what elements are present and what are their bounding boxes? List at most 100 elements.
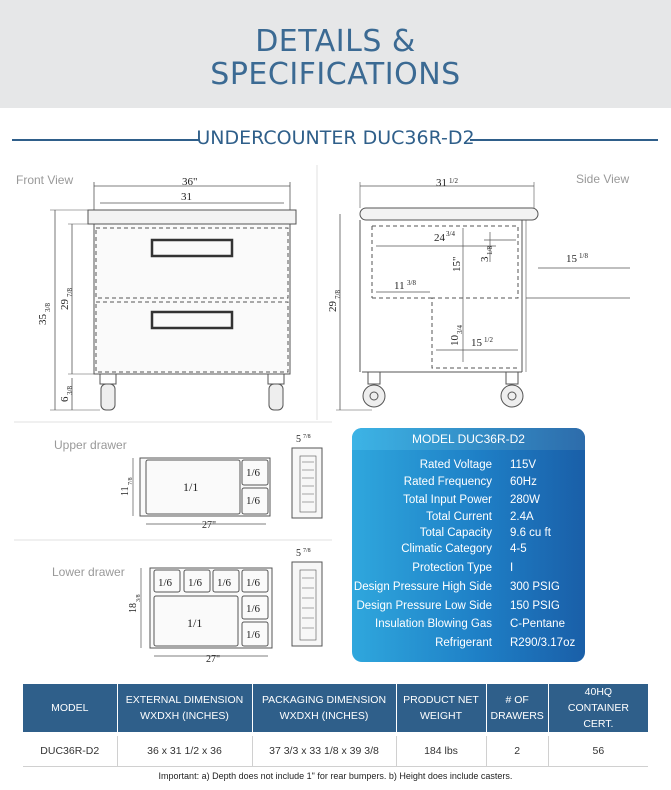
table-cell-external-dimension: 36 x 31 1/2 x 36: [117, 736, 253, 767]
spec-label: Design Pressure Low Side: [356, 600, 492, 612]
side-inner-depth-dim: 24: [434, 232, 446, 244]
page-title: DETAILS & SPECIFICATIONS: [0, 25, 671, 91]
table-cell-drawers: 2: [486, 736, 549, 767]
spec-row: Protection Type I: [352, 562, 585, 580]
spec-label: Insulation Blowing Gas: [375, 618, 492, 630]
section-rule-right: [470, 139, 658, 141]
lower-pan-top-1: 1/6: [158, 577, 173, 589]
spec-value: 60Hz: [510, 476, 537, 488]
spec-label: Refrigerant: [435, 637, 492, 649]
spec-value: C-Pentane: [510, 618, 565, 630]
side-small-dim: 3: [479, 256, 491, 262]
front-total-height-dim: 35: [37, 314, 49, 326]
spec-value: 2.4A: [510, 511, 534, 523]
spec-row: Total Input Power 280W: [352, 494, 585, 512]
table-cell-net-weight: 184 lbs: [396, 736, 487, 767]
spec-row: Total Capacity 9.6 cu ft: [352, 527, 585, 545]
section-title: UNDERCOUNTER DUC36R-D2: [196, 127, 475, 149]
footnote: Important: a) Depth does not include 1" …: [158, 771, 513, 781]
spec-value: I: [510, 562, 514, 574]
spec-label: Total Capacity: [419, 527, 492, 539]
side-view-drawing: [336, 182, 630, 411]
page-title-line1: DETAILS &: [255, 24, 416, 59]
table-row: DUC36R-D2 36 x 31 1/2 x 36 37 3/3 x 33 1…: [23, 736, 648, 767]
lower-drawer-label: Lower drawer: [52, 565, 125, 579]
lower-drawer-drawing: [140, 561, 323, 657]
upper-drawer-label: Upper drawer: [54, 438, 127, 452]
front-view-drawing: [50, 182, 297, 411]
lower-depth-dim: 18: [128, 603, 139, 613]
side-total-height-frac: 7/8: [334, 290, 342, 299]
side-height-dim: 15": [451, 257, 463, 273]
spec-value: 300 PSIG: [510, 581, 560, 593]
technical-drawings: 36" 31 35 3/8 29 7/8 6 3/8 31 1/2: [14, 165, 630, 665]
spec-row: Refrigerant R290/3.17oz: [352, 637, 585, 655]
upper-side-dim: 5: [296, 434, 301, 445]
table-cell-packaging-dimension: 37 3/3 x 33 1/8 x 39 3/8: [252, 736, 397, 767]
spec-label: Design Pressure High Side: [353, 581, 492, 593]
upper-width-dim: 27": [202, 520, 216, 531]
lower-width-dim: 27": [206, 654, 220, 665]
side-left-mid-frac: 3/8: [407, 279, 416, 287]
lower-side-dim: 5: [296, 548, 301, 559]
front-body-height-frac: 7/8: [66, 288, 74, 297]
upper-depth-frac: 7/8: [128, 477, 134, 485]
spec-row: Design Pressure High Side 300 PSIG: [352, 581, 585, 599]
spec-card-title: MODEL DUC36R-D2: [352, 428, 585, 450]
lower-pan-side-1: 1/6: [246, 603, 261, 615]
header-band: [0, 0, 671, 108]
lower-side-frac: 7/8: [303, 548, 311, 554]
side-bottom-dim: 15: [471, 337, 483, 349]
side-bottom-frac: 1/2: [484, 336, 493, 344]
side-view-label: Side View: [576, 172, 630, 186]
spec-value: 150 PSIG: [510, 600, 560, 612]
upper-depth-dim: 11: [120, 486, 131, 496]
side-depth-frac: 1/2: [449, 177, 458, 185]
side-bottom-height-dim: 10: [449, 335, 461, 347]
lower-pan-large: 1/1: [187, 616, 202, 630]
spec-row: Rated Voltage 115V: [352, 459, 585, 477]
table-cell-container: 56: [548, 736, 648, 767]
spec-label: Total Input Power: [403, 494, 492, 506]
lower-pan-top-2: 1/6: [188, 577, 203, 589]
front-caster-dim: 6: [59, 396, 71, 402]
side-total-height-dim: 29: [327, 301, 339, 313]
spec-row: Total Current 2.4A: [352, 511, 585, 529]
front-view-label: Front View: [16, 173, 74, 187]
spec-value: 4-5: [510, 543, 527, 555]
upper-pan-large: 1/1: [183, 480, 198, 494]
front-caster-frac: 3/8: [66, 386, 74, 395]
table-header-model: MODEL: [23, 684, 118, 732]
spec-label: Rated Voltage: [419, 459, 492, 471]
spec-value: R290/3.17oz: [510, 637, 576, 649]
spec-label: Protection Type: [412, 562, 492, 574]
side-left-mid-dim: 11: [394, 280, 405, 292]
spec-row: Rated Frequency 60Hz: [352, 476, 585, 494]
spec-label: Rated Frequency: [403, 476, 492, 488]
spec-value: 115V: [510, 459, 537, 471]
front-body-height-dim: 29: [59, 299, 71, 311]
upper-side-frac: 7/8: [303, 434, 311, 440]
side-inner-depth-frac: 3/4: [446, 230, 455, 238]
side-bottom-height-frac: 3/4: [456, 325, 464, 334]
front-total-height-frac: 3/8: [44, 303, 52, 312]
spec-label: Total Current: [426, 511, 492, 523]
upper-drawer-drawing: [132, 447, 323, 525]
upper-pan-small-2: 1/6: [246, 495, 261, 507]
table-cell-model: DUC36R-D2: [23, 736, 118, 767]
front-width-dim: 36": [182, 176, 198, 188]
upper-pan-small-1: 1/6: [246, 467, 261, 479]
front-inner-width-dim: 31: [181, 191, 192, 203]
spec-value: 9.6 cu ft: [510, 527, 551, 539]
side-small-frac: 1/8: [486, 246, 494, 255]
spec-label: Climatic Category: [401, 543, 492, 555]
section-rule-left: [12, 139, 200, 141]
spec-row: Climatic Category 4-5: [352, 543, 585, 561]
